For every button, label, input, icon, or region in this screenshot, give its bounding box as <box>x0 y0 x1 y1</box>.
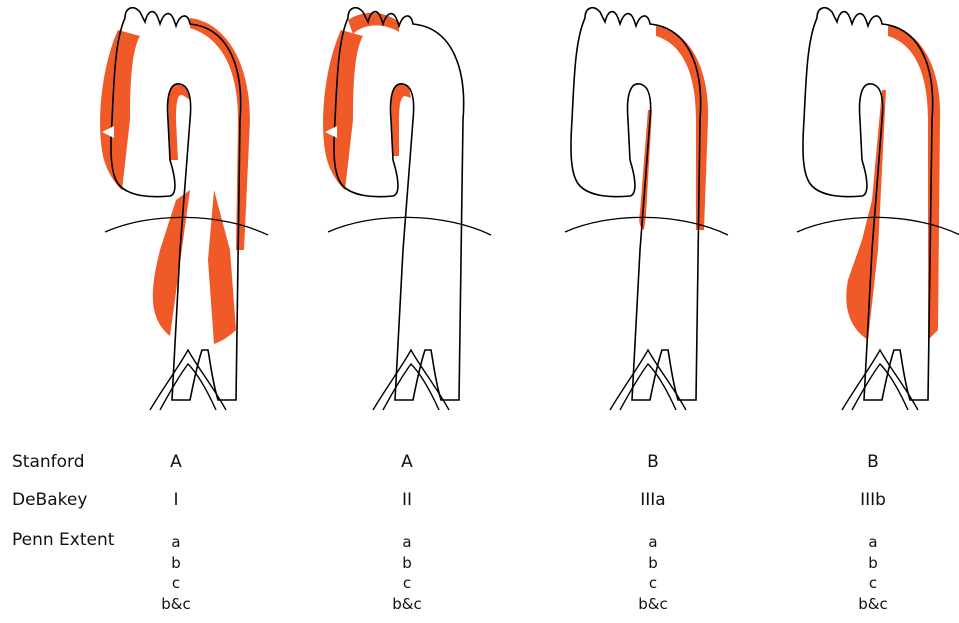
debakey-class-col-4: IIIb <box>843 490 903 510</box>
stanford-class-col-2: A <box>377 452 437 472</box>
penn-extent-b: b <box>843 553 903 574</box>
penn-extent-a: a <box>377 532 437 553</box>
penn-extent-list-col-3: a b c b&c <box>623 532 683 614</box>
penn-extent-c: c <box>623 573 683 594</box>
penn-extent-c: c <box>377 573 437 594</box>
row-label-penn-extent: Penn Extent <box>12 530 114 550</box>
penn-extent-c: c <box>146 573 206 594</box>
penn-extent-b-and-c: b&c <box>623 594 683 615</box>
row-label-stanford: Stanford <box>12 452 85 472</box>
penn-extent-b-and-c: b&c <box>843 594 903 615</box>
debakey-class-col-2: II <box>377 490 437 510</box>
debakey-class-col-1: I <box>146 490 206 510</box>
false-lumen-inner-arch <box>168 83 190 160</box>
penn-extent-b: b <box>146 553 206 574</box>
aorta-panel-debakey-i <box>100 8 268 410</box>
penn-extent-list-col-1: a b c b&c <box>146 532 206 614</box>
penn-extent-a: a <box>623 532 683 553</box>
stanford-class-col-1: A <box>146 452 206 472</box>
aorta-diagrams <box>0 0 959 430</box>
aorta-panel-debakey-ii <box>323 8 491 410</box>
false-lumen-arch-distal <box>888 26 940 340</box>
false-lumen-descending <box>153 190 236 344</box>
penn-extent-b-and-c: b&c <box>146 594 206 615</box>
false-lumen-arch-proximal <box>348 13 399 34</box>
penn-extent-b-and-c: b&c <box>377 594 437 615</box>
false-lumen-ascending <box>100 30 140 190</box>
false-lumen-descending <box>846 90 886 340</box>
penn-extent-b: b <box>377 553 437 574</box>
aorta-panel-debakey-iiib <box>797 8 959 410</box>
debakey-class-col-3: IIIa <box>623 490 683 510</box>
false-lumen-ascending <box>323 30 363 190</box>
penn-extent-a: a <box>146 532 206 553</box>
stanford-class-col-4: B <box>843 452 903 472</box>
stanford-class-col-3: B <box>623 452 683 472</box>
penn-extent-c: c <box>843 573 903 594</box>
row-label-debakey: DeBakey <box>12 490 87 510</box>
penn-extent-a: a <box>843 532 903 553</box>
penn-extent-b: b <box>623 553 683 574</box>
false-lumen-inner-arch <box>391 83 411 156</box>
penn-extent-list-col-2: a b c b&c <box>377 532 437 614</box>
penn-extent-list-col-4: a b c b&c <box>843 532 903 614</box>
aorta-panel-debakey-iiia <box>565 8 728 410</box>
